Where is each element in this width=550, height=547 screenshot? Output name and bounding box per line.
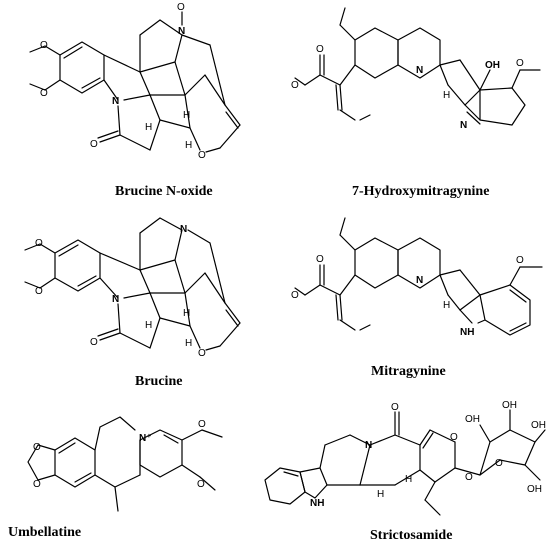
atom-o1: O [35, 238, 43, 249]
atom-o2: O [291, 290, 299, 301]
atom-o-ring: O [450, 432, 458, 443]
atom-oh3: OH [531, 420, 546, 431]
atom-o2: O [40, 88, 48, 99]
structure-7-hydroxymitragynine: N OH N H O O O [280, 0, 550, 180]
atom-n-ring: N [416, 65, 423, 76]
atom-oh: OH [485, 60, 500, 71]
atom-o3: O [33, 442, 41, 453]
atom-h1: H [443, 300, 450, 311]
brucine-drawing: O O N N O O H H H [24, 217, 241, 359]
atom-h1: H [377, 489, 384, 500]
caption-strictosamide: Strictosamide [370, 528, 453, 543]
structure-brucine: O O N N O O H H H [0, 208, 270, 368]
atom-n-amide: N [112, 96, 119, 107]
atom-h1: H [145, 122, 152, 133]
caption-umbellatine: Umbellatine [8, 525, 82, 540]
7-hydroxymitragynine-drawing: N OH N H O O O [291, 7, 541, 131]
atom-n-amide: N [112, 294, 119, 305]
atom-o1: O [198, 419, 206, 430]
atom-n-top: N [180, 224, 187, 235]
atom-h3: H [185, 140, 192, 151]
atom-nh: NH [460, 327, 474, 338]
brucine-n-oxide-drawing: O O N N O O O H H [29, 2, 241, 161]
structure-umbellatine: N⁺ O O O O [0, 405, 240, 515]
atom-h2: H [183, 308, 190, 319]
atom-o-carbonyl: O [90, 139, 98, 150]
atom-n-ring: N [416, 275, 423, 286]
atom-n-plus: N⁺ [139, 433, 152, 444]
atom-o2: O [35, 286, 43, 297]
atom-oh4: OH [527, 484, 542, 495]
atom-o3: O [516, 58, 524, 69]
structure-strictosamide: O N NH O O O H H OH OH OH OH [255, 400, 550, 525]
atom-n-indole: N [460, 120, 467, 131]
caption-mitragynine: Mitragynine [371, 364, 446, 379]
atom-o-top: O [177, 2, 185, 13]
atom-h1: H [443, 90, 450, 101]
atom-o-carbonyl: O [391, 402, 399, 413]
atom-o1: O [40, 40, 48, 51]
atom-oh1: OH [465, 414, 480, 425]
atom-oh2: OH [502, 400, 517, 411]
caption-brucine-n-oxide: Brucine N-oxide [115, 184, 213, 199]
atom-nh: NH [310, 498, 324, 509]
atom-n-top: N [178, 26, 185, 37]
caption-7-hydroxymitragynine: 7-Hydroxymitragynine [352, 184, 490, 199]
atom-h2: H [183, 110, 190, 121]
atom-h1: H [145, 320, 152, 331]
atom-o3: O [516, 255, 524, 266]
structure-mitragynine: N NH H O O O [280, 215, 550, 355]
atom-o4: O [33, 479, 41, 490]
caption-brucine: Brucine [135, 374, 183, 389]
atom-o2: O [291, 80, 299, 91]
atom-h2: H [405, 474, 412, 485]
atom-o1: O [316, 254, 324, 265]
atom-o-ether: O [198, 348, 206, 359]
mitragynine-drawing: N NH H O O O [291, 217, 543, 338]
atom-o-sugar: O [495, 458, 503, 469]
atom-o2: O [197, 479, 205, 490]
strictosamide-drawing: O N NH O O O H H OH OH OH OH [264, 400, 546, 516]
atom-o-glyc: O [465, 472, 473, 483]
atom-o1: O [316, 44, 324, 55]
umbellatine-drawing: N⁺ O O O O [27, 416, 223, 512]
atom-o-ether: O [198, 150, 206, 161]
atom-n-ring: N [365, 440, 372, 451]
structure-brucine-n-oxide: O O N N O O O H H [0, 0, 270, 180]
atom-h3: H [185, 338, 192, 349]
atom-o-carbonyl: O [90, 337, 98, 348]
